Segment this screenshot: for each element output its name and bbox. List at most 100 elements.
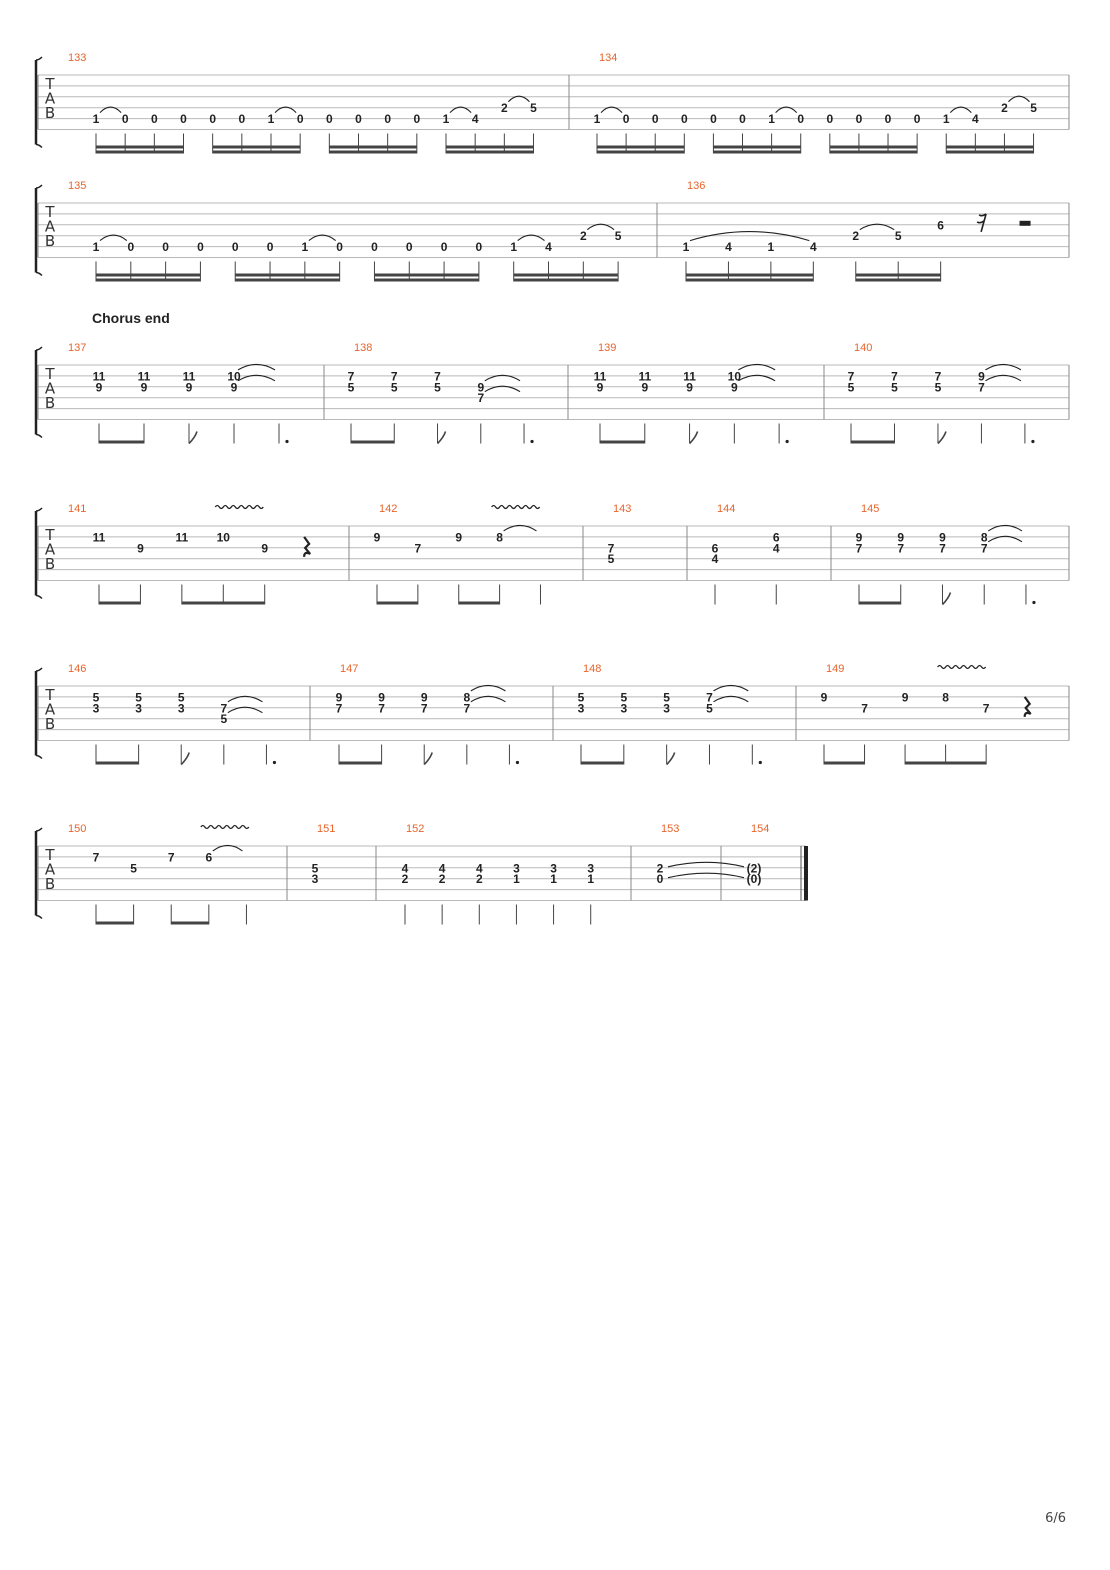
tie-arc [859, 223, 895, 231]
fret-number: 9 [186, 380, 193, 394]
fret-number: 0 [371, 240, 378, 254]
measure-number: 147 [340, 663, 358, 675]
fret-number: 8 [496, 530, 503, 544]
fret-number: 2 [852, 229, 859, 243]
tie-arc [586, 223, 615, 231]
tie-arc [484, 385, 521, 393]
fret-number: 4 [472, 112, 479, 126]
fret-number: 5 [135, 690, 142, 704]
beam-secondary [513, 273, 619, 277]
quarter-rest [303, 536, 311, 557]
fret-number: 5 [530, 101, 537, 115]
fret-number: 9 [686, 380, 693, 394]
tie-arc [987, 535, 1023, 543]
measure-number: 145 [861, 503, 879, 515]
vibrato-mark [214, 504, 264, 510]
tie-arc [985, 363, 1022, 371]
beam-secondary [212, 145, 301, 149]
tie-arc [308, 234, 337, 242]
beam-primary [905, 761, 987, 765]
final-barline-thick [804, 846, 808, 901]
staff-bracket-hook [35, 507, 43, 600]
fret-number: 5 [130, 861, 137, 875]
eighth-flag [937, 431, 947, 445]
tab-clef-letter: B [45, 104, 55, 122]
slur-arc [689, 231, 810, 242]
fret-number: 11 [638, 369, 651, 383]
fret-number: 7 [336, 701, 343, 715]
fret-number: 11 [93, 369, 106, 383]
beam-secondary [946, 145, 1034, 149]
fret-number: 1 [510, 240, 517, 254]
fret-number: 7 [415, 541, 422, 555]
fret-number: 2 [580, 229, 587, 243]
beam-primary [329, 150, 417, 154]
fret-number: 9 [731, 380, 738, 394]
measure-number: 153 [661, 823, 679, 835]
fret-number: 0 [476, 240, 483, 254]
section-label: Chorus end [92, 310, 170, 326]
fret-number: 9 [336, 690, 343, 704]
tie-arc [949, 106, 972, 113]
fret-number: 6 [205, 850, 212, 864]
measure-number: 133 [68, 52, 86, 64]
tie-arc [738, 363, 776, 371]
staff-bracket-hook [35, 184, 43, 277]
beam-secondary [96, 273, 201, 277]
beam-primary [946, 150, 1034, 154]
fret-number: 4 [712, 552, 719, 566]
duration-dot [515, 760, 520, 765]
fret-number: 7 [477, 391, 484, 405]
beam-secondary [235, 273, 340, 277]
fret-number: 5 [848, 380, 855, 394]
tab-clef-letter: B [45, 555, 55, 573]
tab-clef-letter: A [45, 380, 56, 398]
fret-number: 0 [739, 112, 746, 126]
fret-number: 0 [384, 112, 391, 126]
tie-arc [600, 106, 623, 113]
fret-number: 11 [683, 369, 696, 383]
beam-secondary [597, 145, 685, 149]
fret-number: 7 [220, 701, 227, 715]
beam-primary [181, 601, 265, 605]
fret-number: 9 [374, 530, 381, 544]
fret-number: 6 [712, 541, 719, 555]
tie-arc [713, 684, 749, 692]
beam-primary [458, 601, 500, 605]
fret-number: 9 [902, 690, 909, 704]
fret-number: 9 [231, 380, 238, 394]
fret-number: 0 [122, 112, 129, 126]
fret-number: 0 [885, 112, 892, 126]
fret-number: 11 [183, 369, 196, 383]
fret-number: 1 [587, 872, 594, 886]
fret-number: 1 [594, 112, 601, 126]
fret-number: 9 [641, 380, 648, 394]
tie-arc [775, 106, 798, 113]
fret-number: 9 [141, 380, 148, 394]
beam-primary [96, 278, 201, 282]
fret-number: (0) [747, 872, 762, 886]
fret-number: 7 [434, 369, 441, 383]
fret-number: 7 [93, 850, 100, 864]
measure: 154(2)(0) [747, 823, 770, 886]
fret-number: 7 [856, 541, 863, 555]
fret-number: 5 [434, 380, 441, 394]
fret-number: 3 [93, 701, 100, 715]
measure-number: 150 [68, 823, 86, 835]
fret-number: 7 [891, 369, 898, 383]
fret-number: 4 [476, 861, 483, 875]
fret-number: 5 [1030, 101, 1037, 115]
fret-number: 0 [162, 240, 169, 254]
fret-number: 1 [93, 240, 100, 254]
fret-number: 3 [135, 701, 142, 715]
beam-secondary [446, 145, 534, 149]
fret-number: (2) [747, 861, 762, 875]
